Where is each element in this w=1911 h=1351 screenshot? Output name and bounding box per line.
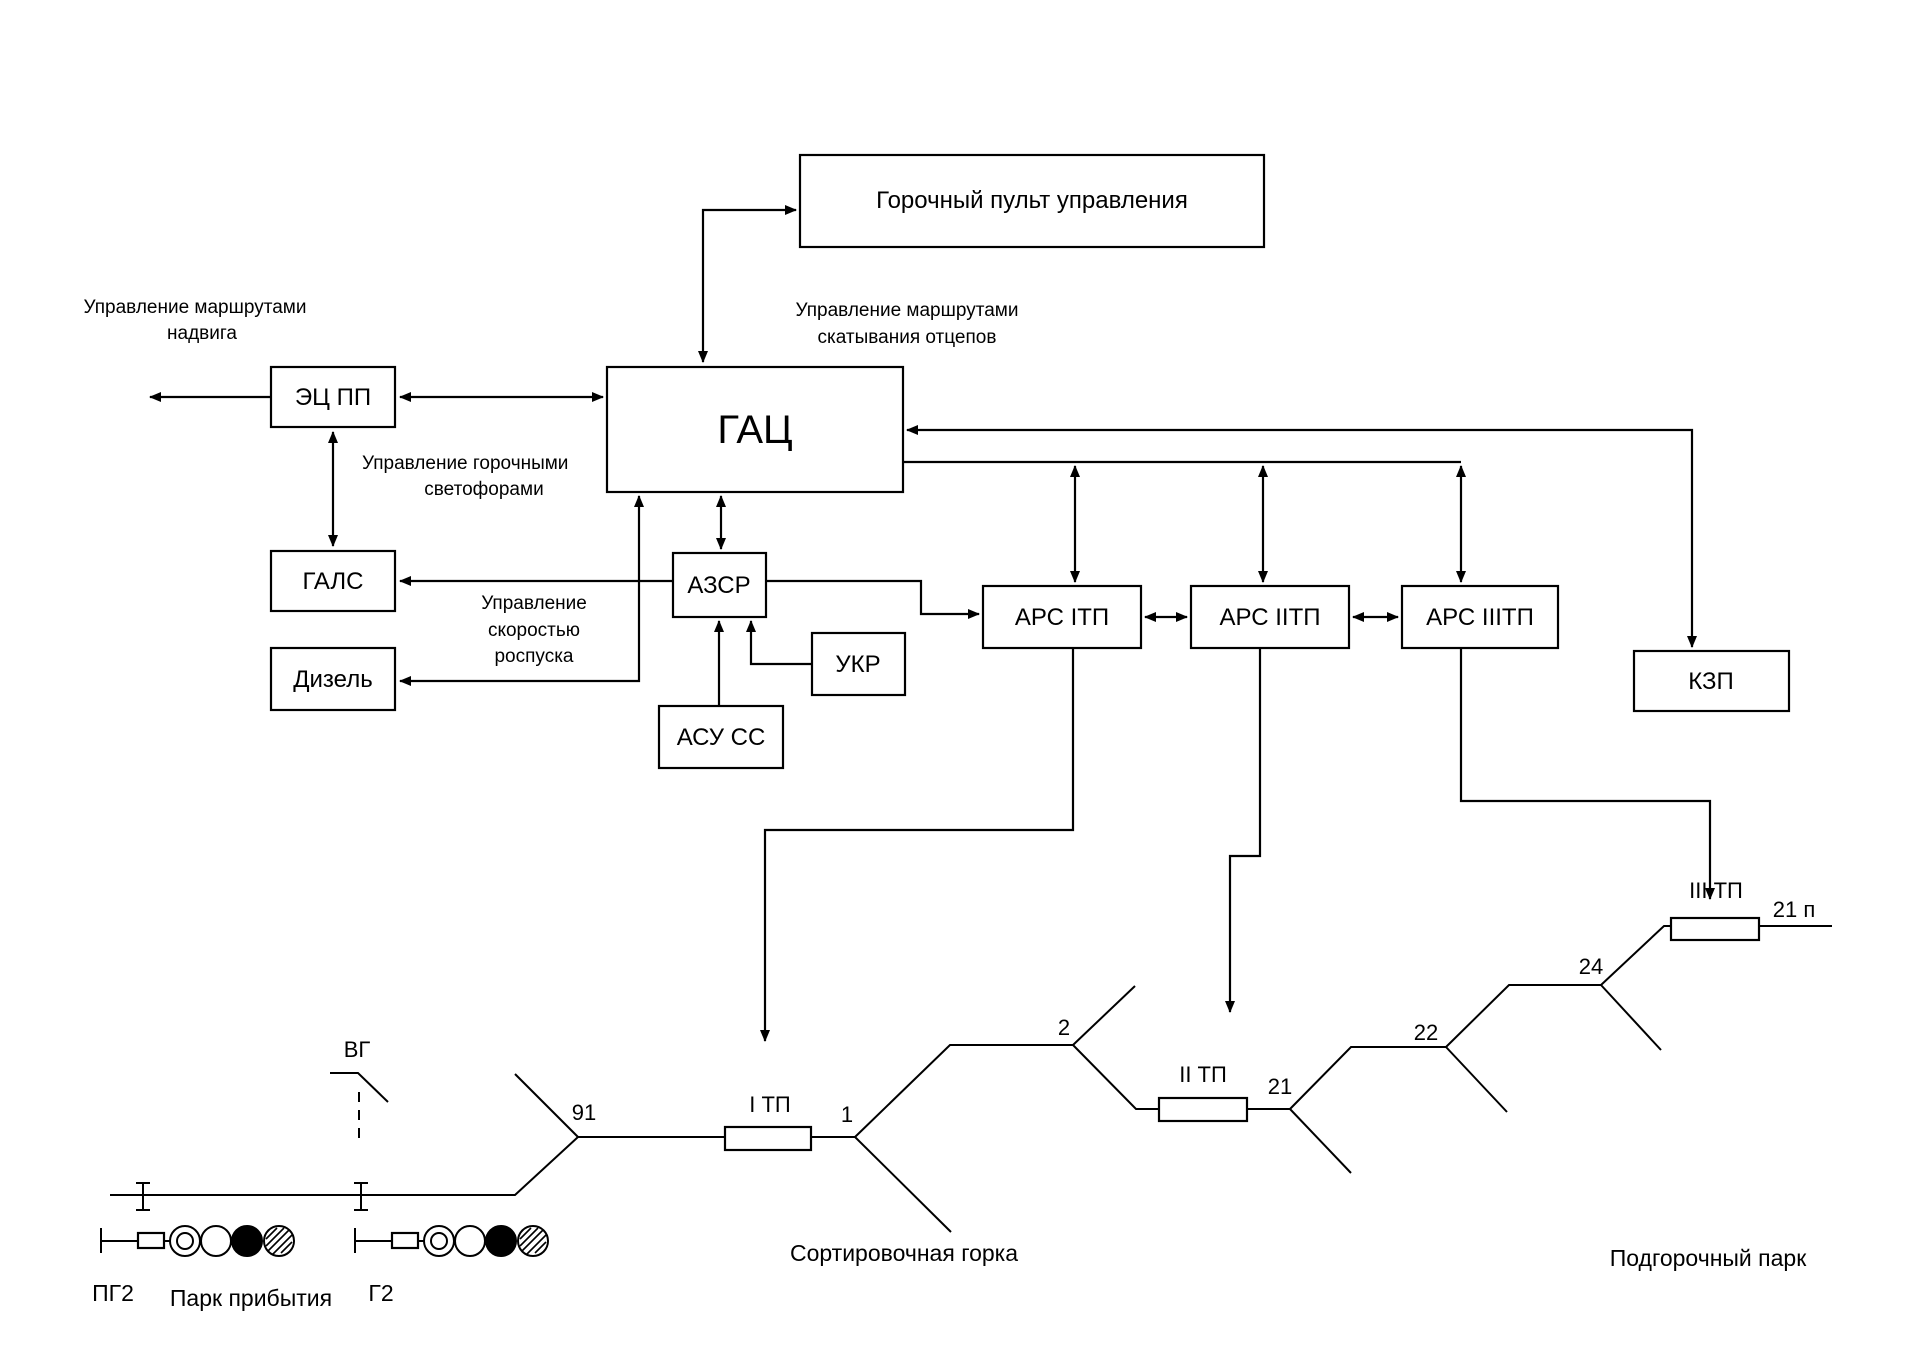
track-switch-2-upper	[1072, 985, 1136, 1046]
label-switch-2: 2	[1058, 1015, 1070, 1040]
block-ars-2-label: АРС IIТП	[1220, 604, 1321, 631]
link-ars1-tp1	[760, 648, 1075, 1042]
label-tp3: III ТП	[1689, 878, 1743, 903]
track-switch-1-lower	[854, 1136, 952, 1233]
block-pult: Горочный пульт управления	[798, 153, 1266, 249]
note-skat-2: скатывания отцепов	[818, 327, 997, 348]
block-kzp: КЗП	[1632, 649, 1791, 713]
block-ars-1-label: АРС IТП	[1015, 604, 1109, 631]
block-gac: ГАЦ	[605, 365, 905, 494]
block-gals-label: ГАЛС	[302, 568, 363, 595]
track-switch-21-lower	[1289, 1108, 1352, 1174]
block-asu-ss-label: АСУ СС	[677, 724, 766, 751]
block-azsr: АЗСР	[671, 551, 768, 619]
note-nadvig-2: надвига	[167, 323, 237, 344]
block-ars-3: АРС IIIТП	[1400, 584, 1560, 650]
block-ars-3-label: АРС IIIТП	[1426, 604, 1534, 631]
block-ec-pp: ЭЦ ПП	[269, 365, 397, 429]
link-ars3-tp3	[1459, 648, 1715, 900]
signal-pg2	[100, 1225, 295, 1257]
track-switch-24-upper	[1600, 925, 1832, 986]
track-arrival	[110, 1136, 579, 1196]
block-ukr-label: УКР	[835, 651, 880, 678]
track-switch-91-branch	[514, 1073, 579, 1138]
block-pult-label: Горочный пульт управления	[876, 187, 1188, 214]
block-ars-1: АРС IТП	[981, 584, 1143, 650]
track-layout	[100, 916, 1832, 1257]
label-pg2: ПГ2	[92, 1280, 134, 1306]
retarder-tp2	[1157, 1096, 1249, 1123]
signal-g2	[354, 1225, 549, 1257]
label-sort-gorka: Сортировочная горка	[790, 1240, 1018, 1266]
track-switch-1-upper	[854, 1044, 1073, 1138]
block-ukr: УКР	[810, 631, 907, 697]
block-azsr-label: АЗСР	[687, 572, 750, 599]
vg-signal	[330, 1072, 389, 1103]
block-dizel-label: Дизель	[293, 666, 372, 693]
joint-2	[354, 1182, 368, 1211]
track-switch-22-lower	[1445, 1046, 1508, 1113]
block-kzp-label: КЗП	[1688, 668, 1733, 695]
label-podgor-park: Подгорочный парк	[1610, 1245, 1807, 1271]
block-gac-label: ГАЦ	[717, 408, 792, 452]
block-gals: ГАЛС	[269, 549, 397, 613]
label-switch-22: 22	[1414, 1020, 1438, 1045]
retarder-tp3	[1669, 916, 1761, 942]
track-switch-22-upper	[1445, 984, 1601, 1048]
note-skat-1: Управление маршрутами	[796, 300, 1019, 321]
label-vg: ВГ	[344, 1037, 371, 1062]
track-switch-24-lower	[1600, 984, 1662, 1051]
block-dizel: Дизель	[269, 646, 397, 712]
retarder-tp1	[723, 1125, 813, 1152]
label-tp2: II ТП	[1179, 1062, 1227, 1087]
link-azsr-ars1	[766, 579, 980, 619]
note-nadvig-1: Управление маршрутами	[84, 297, 307, 318]
track-switch-21-upper	[1289, 1046, 1446, 1110]
link-pult-gac	[698, 205, 797, 363]
note-skor-1: Управление	[481, 593, 587, 614]
link-ars2-tp2	[1225, 648, 1262, 1013]
block-asu-ss: АСУ СС	[657, 704, 785, 770]
label-switch-24: 24	[1579, 954, 1603, 979]
label-g2: Г2	[368, 1280, 393, 1306]
label-park-pribytiya: Парк прибытия	[170, 1285, 332, 1311]
note-skor-3: роспуска	[494, 646, 573, 667]
label-switch-91: 91	[572, 1100, 596, 1125]
block-ars-2: АРС IIТП	[1189, 584, 1351, 650]
note-svet-1: Управление горочными	[362, 453, 568, 474]
link-gac-dizel	[399, 495, 644, 686]
link-gac-kzp	[906, 425, 1697, 648]
label-switch-1: 1	[841, 1102, 853, 1127]
note-svet-2: светофорами	[424, 479, 543, 500]
joint-1	[136, 1182, 150, 1211]
link-ukr-azsr	[746, 620, 812, 666]
note-skor-2: скоростью	[488, 620, 580, 641]
block-ec-pp-label: ЭЦ ПП	[295, 384, 371, 411]
label-track-21p: 21 п	[1773, 897, 1816, 922]
label-tp1: I ТП	[749, 1092, 790, 1117]
label-switch-21: 21	[1268, 1074, 1292, 1099]
